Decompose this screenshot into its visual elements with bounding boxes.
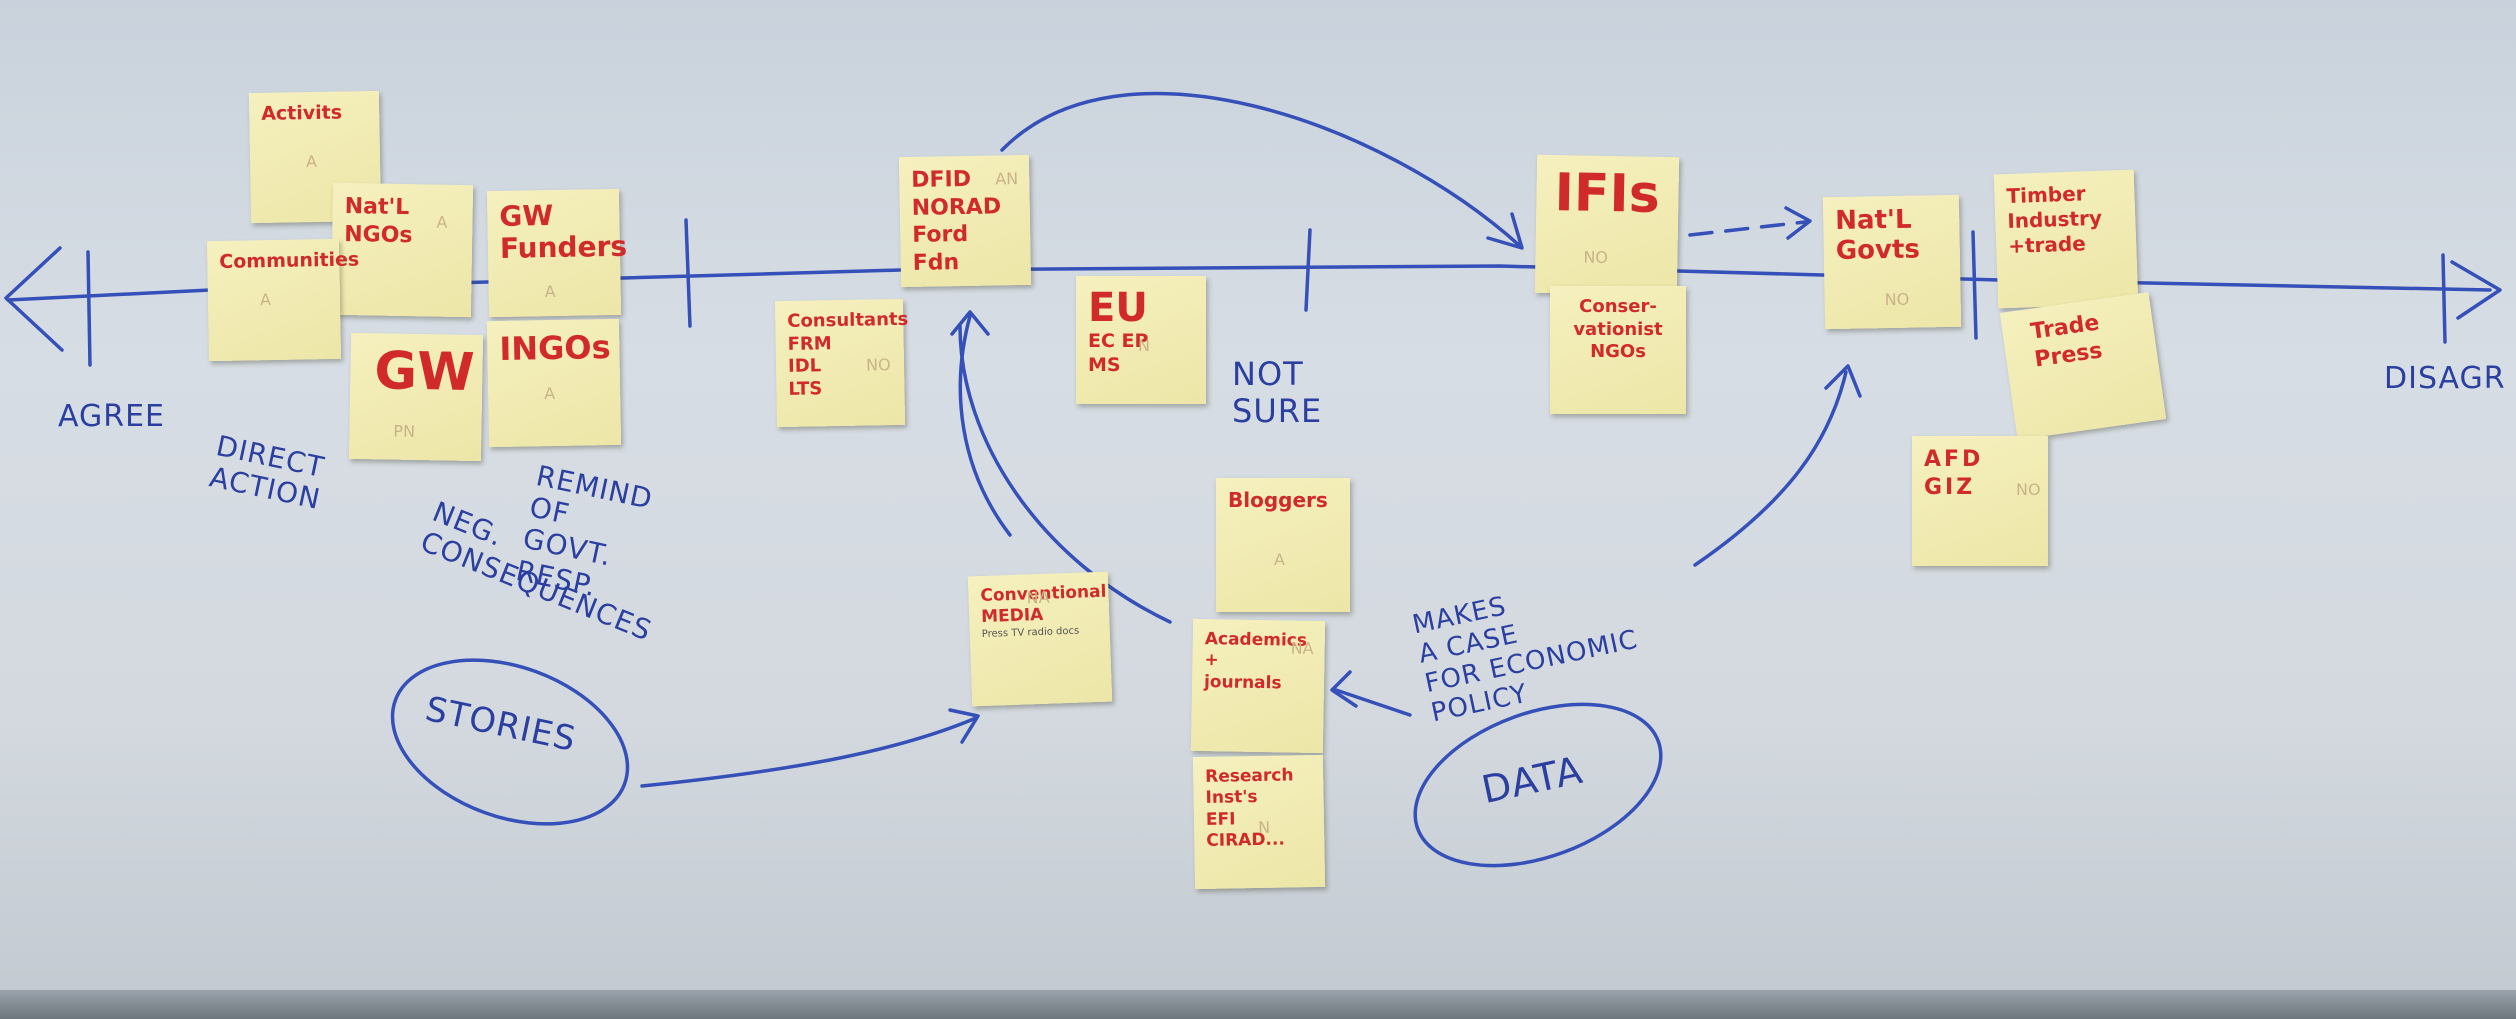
sticky-note-conventional-media: Conventional MEDIA Press TV radio docs N… (967, 571, 1113, 707)
sticky-note-dfid: DFID NORAD Ford Fdn AN (898, 154, 1032, 288)
sticky-note-consultants: Consultants FRM IDL LTS NO (774, 298, 908, 428)
sticky-note-tag: A (544, 383, 556, 404)
sticky-note-label: Research Inst's EFI CIRAD... (1205, 765, 1294, 851)
sticky-note-tag: N (1257, 817, 1271, 838)
sticky-note-label: IFIs (1554, 163, 1661, 225)
sticky-note-tag: N (1138, 336, 1150, 355)
sticky-note-academics: Academics + journals NA (1190, 618, 1326, 754)
sticky-note-gw-funders: GW Funders A (486, 188, 628, 318)
sticky-note-label: EU (1088, 285, 1148, 331)
sticky-note-conservationist: Conser- vationist NGOs (1550, 286, 1686, 414)
stories-circle (390, 658, 630, 826)
sticky-note-tag: NO (865, 355, 891, 375)
sticky-note-afd-giz: AFD GIZ NO (1912, 436, 2048, 566)
arrow-media-to-dfid (958, 314, 1012, 537)
sticky-note-label: Activits (261, 101, 343, 125)
sticky-note-trade-press: Trade Press (1999, 292, 2167, 440)
right-arrowhead-icon (2450, 260, 2502, 320)
arrow-dfid-to-ifis (1000, 91, 1522, 248)
sticky-note-label: Communities (219, 248, 360, 273)
sticky-note-label: Nat'L Govts (1835, 204, 1921, 266)
arrow-ifis-to-govts (1688, 220, 1807, 237)
sticky-note-label: INGOs (499, 328, 611, 368)
sticky-note-tag: NO (1884, 289, 1910, 310)
sticky-note-tag: AN (995, 169, 1019, 189)
arrowhead-icon (1824, 364, 1862, 398)
sticky-note-tag: PN (393, 421, 416, 441)
sticky-note-gw: GW PN (348, 332, 484, 462)
arrowhead-icon (950, 310, 990, 336)
arrowhead-icon (1784, 206, 1812, 240)
sticky-note-tag: A (305, 151, 318, 172)
arrowhead-icon (1330, 670, 1358, 708)
whiteboard-tray (0, 990, 2516, 1019)
sticky-note-ifis: IFIs NO (1534, 154, 1680, 296)
sticky-note-eu: EU EC EP MS N (1076, 276, 1206, 404)
sticky-note-tag: A (544, 281, 556, 302)
arrowhead-icon (1486, 212, 1524, 250)
sticky-note-tag: NA (1290, 638, 1314, 658)
sticky-note-research: Research Inst's EFI CIRAD... N (1192, 754, 1326, 890)
disagree-label: DISAGR (2384, 361, 2506, 396)
sticky-note-tag: A (1274, 550, 1285, 569)
arrow-case-to-academics (1334, 688, 1412, 717)
axis-tick (684, 218, 692, 328)
sticky-note-tag: A (259, 290, 272, 310)
sticky-note-tag: A (436, 212, 448, 232)
sticky-note-label: GW (373, 341, 475, 404)
sticky-note-timber: Timber Industry +trade (1993, 169, 2139, 309)
not-sure-annotation: NOT SURE (1232, 355, 1323, 430)
arrow-case-to-govts (1693, 370, 1848, 567)
axis-tick (1971, 230, 1978, 340)
axis-tick (1304, 228, 1312, 312)
sticky-note-tag: NO (1583, 247, 1609, 268)
arrow-stories-to-media (640, 716, 978, 788)
axis-tick (2441, 253, 2447, 344)
sticky-note-label: Conser- vationist NGOs (1573, 296, 1663, 362)
arrowhead-icon (948, 708, 980, 744)
sticky-note-natl-govts: Nat'L Govts NO (1822, 194, 1962, 330)
sticky-note-label: GW Funders (499, 199, 628, 266)
sticky-note-bloggers: Bloggers A (1216, 478, 1350, 612)
sticky-note-label: Bloggers (1228, 488, 1328, 512)
sticky-note-ingos: INGOs A (486, 318, 622, 448)
sticky-note-communities: Communities A (206, 238, 360, 362)
sticky-note-sublabel: EC EP MS (1088, 330, 1149, 376)
sticky-note-tag: NO (2016, 480, 2041, 499)
data-circle (1413, 702, 1663, 868)
agree-label: AGREE (58, 399, 165, 434)
sticky-note-label: Timber Industry +trade (2006, 181, 2103, 259)
sticky-note-tag: NA (1026, 587, 1050, 608)
axis-tick (86, 250, 92, 367)
sticky-note-label: Trade Press (2029, 310, 2104, 373)
arrow-academics-to-dfid (958, 324, 1172, 624)
left-arrowhead-icon (4, 246, 64, 352)
sticky-note-label: AFD GIZ (1924, 447, 1984, 500)
